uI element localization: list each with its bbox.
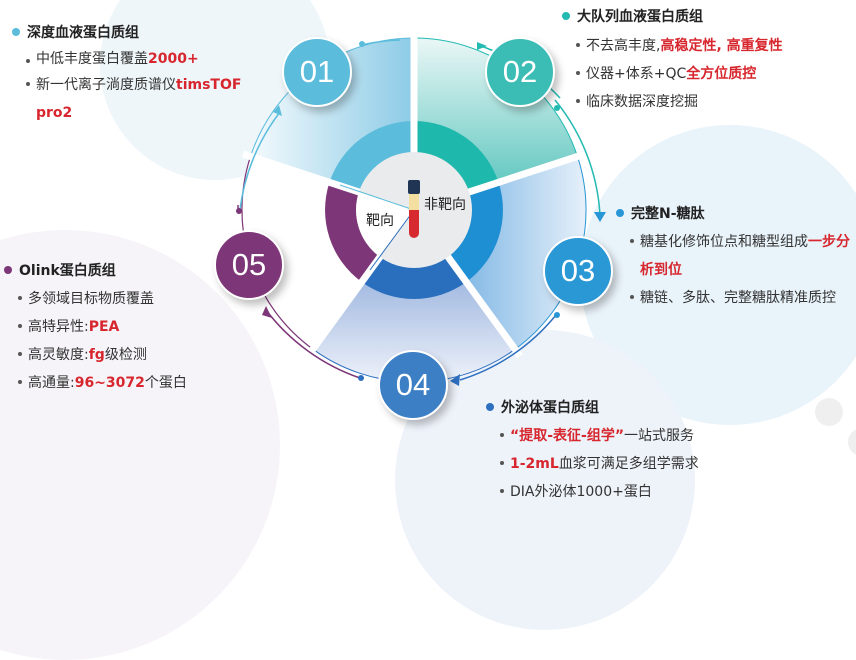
- bg-circle-7: [848, 428, 856, 456]
- badge-04: 04: [378, 350, 448, 420]
- block-05-item: 高灵敏度:fg级检测: [18, 341, 244, 369]
- block-05-item: 高通量:96~3072个蛋白: [18, 369, 244, 397]
- badge-03: 03: [543, 236, 613, 306]
- block-02-item: 仪器+体系+QC全方位质控: [576, 60, 852, 88]
- bullet-icon: [486, 403, 494, 411]
- block-01-item: 新一代离子淌度质谱仪timsTOF pro2: [26, 71, 276, 127]
- block-04-item: “提取-表征-组学”一站式服务: [500, 422, 786, 450]
- center-label-targeted: 靶向: [366, 213, 394, 229]
- block-05-item: 高特异性:PEA: [18, 313, 244, 341]
- block-02-item: 不去高丰度,高稳定性, 高重复性: [576, 32, 852, 60]
- center-label-untargeted: 非靶向: [424, 197, 466, 213]
- block-05-item: 多领域目标物质覆盖: [18, 285, 244, 313]
- block-05-title: Olink蛋白质组: [19, 263, 116, 279]
- badge-02: 02: [485, 37, 555, 107]
- block-04-item: 1-2mL血浆可满足多组学需求: [500, 450, 786, 478]
- block-02-title: 大队列血液蛋白质组: [577, 9, 703, 25]
- block-03: 完整N-糖肽 糖基化修饰位点和糖型组成一步分析到位 糖链、多肽、完整糖肽精准质控: [616, 203, 856, 312]
- block-05: Olink蛋白质组 多领域目标物质覆盖 高特异性:PEA 高灵敏度:fg级检测 …: [4, 260, 244, 397]
- block-03-title: 完整N-糖肽: [631, 206, 705, 222]
- badge-05: 05: [214, 230, 284, 300]
- bullet-icon: [12, 28, 20, 36]
- block-01-item: 中低丰度蛋白覆盖2000+: [26, 48, 292, 71]
- block-01: 深度血液蛋白质组 中低丰度蛋白覆盖2000+ 新一代离子淌度质谱仪timsTOF…: [12, 22, 292, 127]
- bg-circle-6: [815, 398, 843, 426]
- test-tube-icon: [408, 180, 420, 238]
- bullet-icon: [616, 209, 624, 217]
- badge-01: 01: [282, 37, 352, 107]
- block-04-title: 外泌体蛋白质组: [501, 400, 599, 416]
- block-04-item: DIA外泌体1000+蛋白: [500, 478, 786, 506]
- block-03-item: 糖链、多肽、完整糖肽精准质控: [630, 284, 856, 312]
- block-01-title: 深度血液蛋白质组: [27, 25, 139, 41]
- block-02: 大队列血液蛋白质组 不去高丰度,高稳定性, 高重复性 仪器+体系+QC全方位质控…: [562, 6, 852, 116]
- bullet-icon: [562, 12, 570, 20]
- bullet-icon: [4, 266, 12, 274]
- block-02-item: 临床数据深度挖掘: [576, 88, 852, 116]
- pie-diagram: [236, 37, 606, 386]
- block-03-item: 糖基化修饰位点和糖型组成一步分析到位: [630, 228, 850, 284]
- block-04: 外泌体蛋白质组 “提取-表征-组学”一站式服务 1-2mL血浆可满足多组学需求 …: [486, 397, 786, 506]
